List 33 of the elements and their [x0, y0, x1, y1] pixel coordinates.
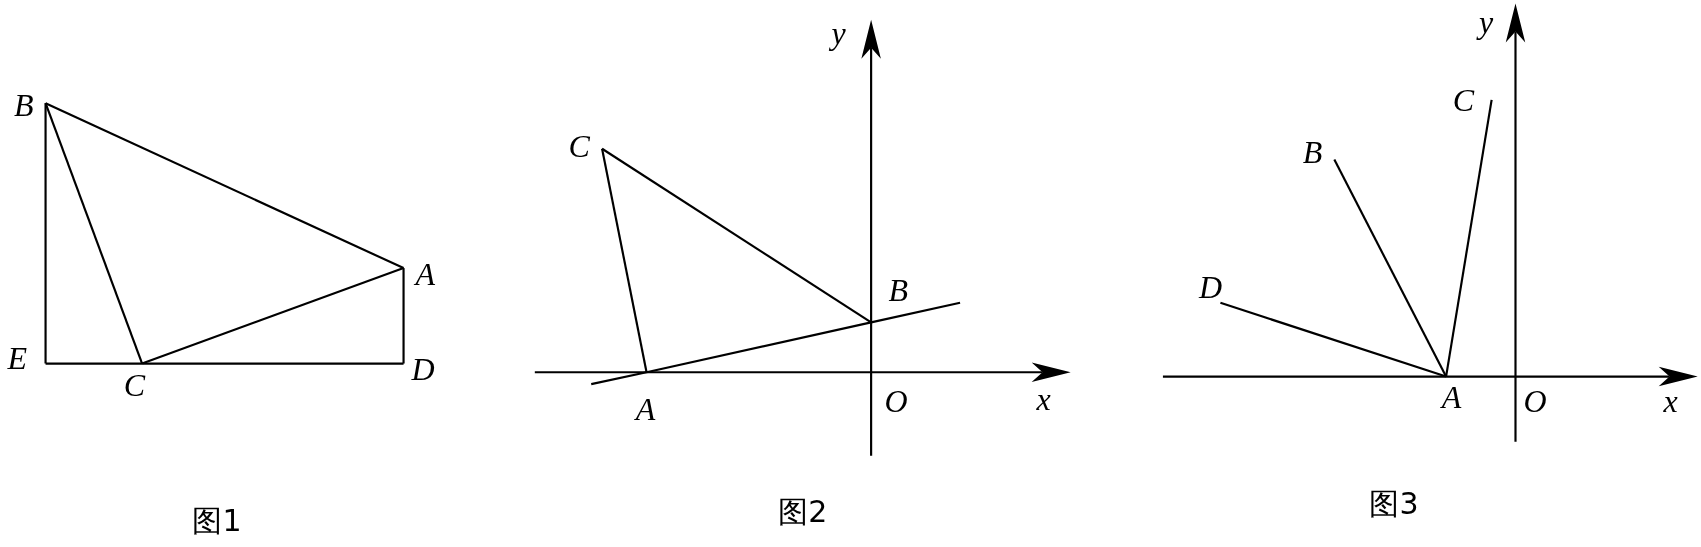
axis-label: y	[831, 16, 846, 49]
line-segment	[45, 102, 404, 270]
point-label: A	[415, 258, 435, 291]
point-label: A	[1441, 381, 1462, 414]
point-label: A	[635, 392, 656, 425]
line-segment	[141, 267, 404, 365]
axis-label: x	[1663, 385, 1678, 418]
point-label: D	[411, 352, 435, 385]
figure-caption: 图1	[192, 505, 242, 536]
point-label: B	[888, 273, 908, 306]
point-label: C	[1452, 83, 1475, 116]
line-segment	[601, 148, 648, 373]
point-label: E	[7, 342, 28, 374]
axis-label: x	[1036, 383, 1051, 416]
origin-label: O	[1523, 385, 1547, 418]
figure-caption: 图3	[1369, 489, 1419, 520]
line-segment	[601, 147, 872, 324]
origin-label: O	[884, 385, 908, 418]
line-segment	[1220, 301, 1447, 378]
line-segment	[44, 103, 47, 364]
line-segment	[1445, 99, 1493, 377]
point-label: B	[14, 89, 34, 122]
line-segment	[646, 321, 872, 374]
point-label: B	[1302, 135, 1323, 168]
point-label: C	[123, 369, 146, 402]
point-label: D	[1199, 271, 1223, 304]
point-label: C	[568, 130, 590, 163]
line-segment	[44, 102, 144, 364]
line-segment	[1333, 159, 1448, 378]
figure-caption: 图2	[778, 497, 828, 528]
line-segment	[142, 362, 404, 365]
line-segment	[45, 362, 143, 365]
line-segment	[402, 268, 405, 364]
